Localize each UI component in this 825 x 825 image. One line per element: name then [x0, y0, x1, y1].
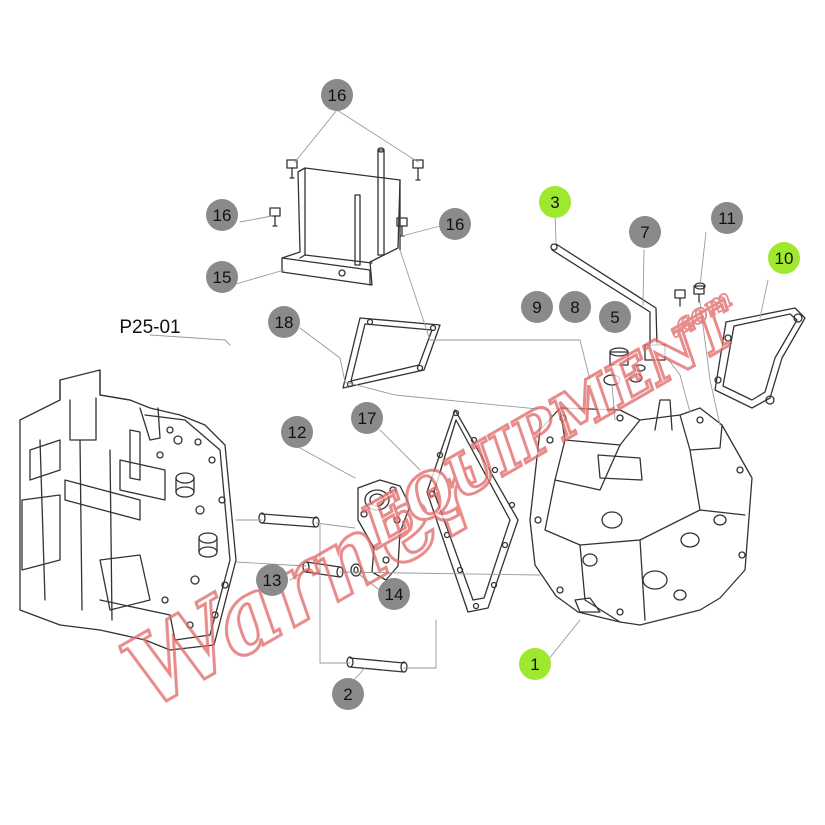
bolt-part-16 [270, 160, 423, 236]
svg-text:3: 3 [550, 193, 559, 212]
callout-14: 14 [378, 578, 410, 610]
callout-layer: 16 16 16 15 18 3 7 11 10 9 8 5 17 12 13 … [206, 79, 800, 710]
gasket-part-18 [343, 318, 440, 388]
svg-text:11: 11 [718, 209, 736, 228]
dowel-part-2 [347, 657, 407, 672]
callout-8: 8 [559, 291, 591, 323]
callout-12: 12 [281, 416, 313, 448]
leader-lines [149, 109, 769, 691]
callout-15: 15 [206, 261, 238, 293]
svg-text:16: 16 [328, 86, 347, 105]
reference-label: P25-01 [119, 317, 180, 338]
svg-text:16: 16 [213, 206, 232, 225]
bracket-part-15 [282, 148, 400, 285]
callout-16: 16 [439, 208, 471, 240]
callout-5: 5 [599, 301, 631, 333]
callout-9: 9 [521, 291, 553, 323]
svg-text:9: 9 [532, 298, 541, 317]
callout-13: 13 [256, 564, 288, 596]
callout-16: 16 [321, 79, 353, 111]
svg-text:13: 13 [263, 571, 282, 590]
pipe-part-3 [551, 244, 665, 360]
svg-text:17: 17 [358, 409, 377, 428]
svg-text:5: 5 [610, 308, 619, 327]
svg-text:8: 8 [570, 298, 579, 317]
callout-11: 11 [711, 202, 743, 234]
svg-text:7: 7 [640, 223, 649, 242]
callout-16: 16 [206, 199, 238, 231]
svg-text:2: 2 [343, 685, 352, 704]
callout-18: 18 [268, 306, 300, 338]
svg-text:10: 10 [775, 249, 794, 268]
callout-1: 1 [519, 648, 551, 680]
main-housing-part-1 [530, 400, 752, 625]
callout-7: 7 [629, 216, 661, 248]
svg-text:14: 14 [385, 585, 404, 604]
gasket-part-17 [427, 410, 518, 612]
callout-17: 17 [351, 402, 383, 434]
svg-text:1: 1 [530, 655, 539, 674]
svg-text:12: 12 [288, 423, 307, 442]
left-housing-part [20, 370, 236, 650]
bracket-part-10 [715, 308, 805, 408]
svg-text:18: 18 [275, 313, 294, 332]
callout-10: 10 [768, 242, 800, 274]
callout-3: 3 [539, 186, 571, 218]
callout-2: 2 [332, 678, 364, 710]
svg-text:16: 16 [446, 215, 465, 234]
cover-plate-part-12 [358, 480, 410, 580]
svg-text:15: 15 [213, 268, 232, 287]
washer-part-14 [351, 564, 361, 576]
